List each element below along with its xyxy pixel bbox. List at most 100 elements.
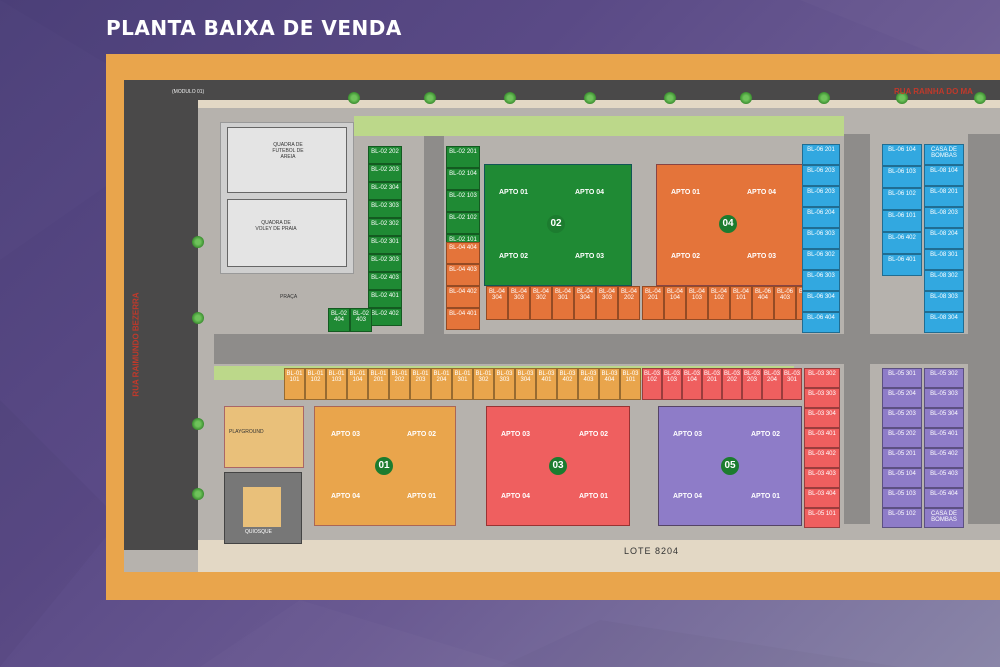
parking-stall: BL-03 301 <box>782 368 802 400</box>
tree-icon <box>504 92 516 104</box>
apto-label: APTO 04 <box>747 189 777 196</box>
parking-stall: BL-04 102 <box>708 286 730 320</box>
parking-stall: BL-05 101 <box>804 508 840 528</box>
tree-icon <box>192 418 204 430</box>
parking-stall: BL-04 101 <box>730 286 752 320</box>
grass-strip-top <box>354 116 844 136</box>
tree-icon <box>584 92 596 104</box>
apto-label: APTO 02 <box>751 431 781 438</box>
tree-icon <box>740 92 752 104</box>
parking-stall: BL-08 204 <box>924 228 964 249</box>
parking-stall: BL-04 302 <box>530 286 552 320</box>
parking-stall: BL-02 201 <box>446 146 480 168</box>
volleyball-court-label: QUADRA DE VOLEY DE PRAIA <box>255 220 297 232</box>
left-street <box>124 80 198 550</box>
parking-stall: BL-02 404 <box>328 308 350 332</box>
parking-stall: BL-02 304 <box>368 182 402 200</box>
building-number: 02 <box>547 215 565 233</box>
apto-label: APTO 03 <box>331 431 361 438</box>
internal-road-vertical-4 <box>968 134 1000 524</box>
volleyball-court: QUADRA DE VOLEY DE PRAIA <box>227 199 347 267</box>
parking-stall: BL-06 201 <box>802 144 840 165</box>
parking-stall: BL-03 204 <box>762 368 782 400</box>
module-label: (MODULO 01) <box>172 89 205 95</box>
top-sidewalk <box>194 100 1000 108</box>
parking-stall: BL-05 404 <box>924 488 964 508</box>
parking-stall: BL-01 102 <box>305 368 326 400</box>
parking-stall: BL-04 404 <box>446 242 480 264</box>
parking-stall: BL-04 304 <box>486 286 508 320</box>
apto-label: APTO 04 <box>575 189 605 196</box>
parking-stall: BL-01 103 <box>326 368 347 400</box>
building-number: 05 <box>721 457 739 475</box>
parking-stall: BL-01 302 <box>473 368 494 400</box>
apto-label: APTO 01 <box>751 493 781 500</box>
parking-stall: BL-02 401 <box>368 290 402 308</box>
site-plan: QUADRA DE FUTEBOL DE AREIA QUADRA DE VOL… <box>106 54 1000 600</box>
parking-stall: BL-06 103 <box>882 166 922 188</box>
parking-stall: BL-08 304 <box>924 312 964 333</box>
parking-stall: BL-04 202 <box>618 286 640 320</box>
parking-stall: BL-02 203 <box>368 164 402 182</box>
parking-stall: BL-08 303 <box>924 291 964 312</box>
kiosk-area: QUIOSQUE <box>224 472 302 544</box>
parking-stall: BL-06 403 <box>774 286 796 320</box>
apto-label: APTO 01 <box>499 189 529 196</box>
parking-stall: BL-01 101 <box>284 368 305 400</box>
parking-stall: BL-06 401 <box>882 254 922 276</box>
parking-stall: BL-04 402 <box>446 286 480 308</box>
playground-label: PLAYGROUND <box>229 429 264 435</box>
parking-stall: BL-05 104 <box>882 468 922 488</box>
parking-stall: BL-05 402 <box>924 448 964 468</box>
building-number: 01 <box>375 457 393 475</box>
tree-icon <box>896 92 908 104</box>
parking-stall: BL-04 303 <box>508 286 530 320</box>
tree-icon <box>192 236 204 248</box>
parking-stall: BL-03 404 <box>599 368 620 400</box>
apto-label: APTO 03 <box>747 253 777 260</box>
building-02: APTO 01 APTO 04 APTO 02 APTO 03 02 <box>484 164 632 286</box>
building-05: APTO 03 APTO 02 APTO 04 APTO 01 05 <box>658 406 802 526</box>
apto-label: APTO 02 <box>579 431 609 438</box>
parking-stall: BL-05 201 <box>882 448 922 468</box>
parking-stall: BL-08 302 <box>924 270 964 291</box>
parking-stall: BL-03 101 <box>620 368 641 400</box>
parking-stall: BL-02 403 <box>350 308 372 332</box>
parking-stall: BL-03 103 <box>662 368 682 400</box>
parking-stall: BL-05 103 <box>882 488 922 508</box>
parking-stall: BL-02 303 <box>368 254 402 272</box>
parking-stall: BL-03 304 <box>804 408 840 428</box>
parking-stall: BL-03 303 <box>804 388 840 408</box>
parking-stall: BL-01 202 <box>389 368 410 400</box>
parking-stall: BL-05 203 <box>882 408 922 428</box>
parking-stall: BL-02 102 <box>446 212 480 234</box>
parking-stall: BL-05 202 <box>882 428 922 448</box>
internal-road-horizontal <box>214 334 1000 364</box>
parking-stall: BL-06 304 <box>802 291 840 312</box>
parking-stall: BL-02 301 <box>368 236 402 254</box>
parking-stall: BL-05 303 <box>924 388 964 408</box>
apto-label: APTO 02 <box>499 253 529 260</box>
parking-stall: BL-06 204 <box>802 207 840 228</box>
parking-stall: BL-03 203 <box>742 368 762 400</box>
parking-stall: BL-04 201 <box>642 286 664 320</box>
parking-stall: BL-02 403 <box>368 272 402 290</box>
parking-stall: BL-05 301 <box>882 368 922 388</box>
parking-stall: BL-03 102 <box>642 368 662 400</box>
parking-stall: BL-03 403 <box>578 368 599 400</box>
parking-stall: BL-01 301 <box>452 368 473 400</box>
apto-label: APTO 01 <box>579 493 609 500</box>
apto-label: APTO 01 <box>671 189 701 196</box>
parking-stall: BL-03 303 <box>494 368 515 400</box>
parking-stall: BL-01 104 <box>347 368 368 400</box>
parking-stall: BL-02 302 <box>368 218 402 236</box>
parking-stall: BL-02 402 <box>368 308 402 326</box>
parking-stall: CASA DE BOMBAS <box>924 508 964 528</box>
apto-label: APTO 04 <box>501 493 531 500</box>
parking-stall: BL-08 203 <box>924 207 964 228</box>
parking-stall: BL-02 202 <box>368 146 402 164</box>
internal-road-vertical-3 <box>844 364 870 524</box>
parking-stall: BL-05 401 <box>924 428 964 448</box>
lot-area: QUADRA DE FUTEBOL DE AREIA QUADRA DE VOL… <box>124 80 1000 572</box>
parking-stall: BL-06 404 <box>752 286 774 320</box>
